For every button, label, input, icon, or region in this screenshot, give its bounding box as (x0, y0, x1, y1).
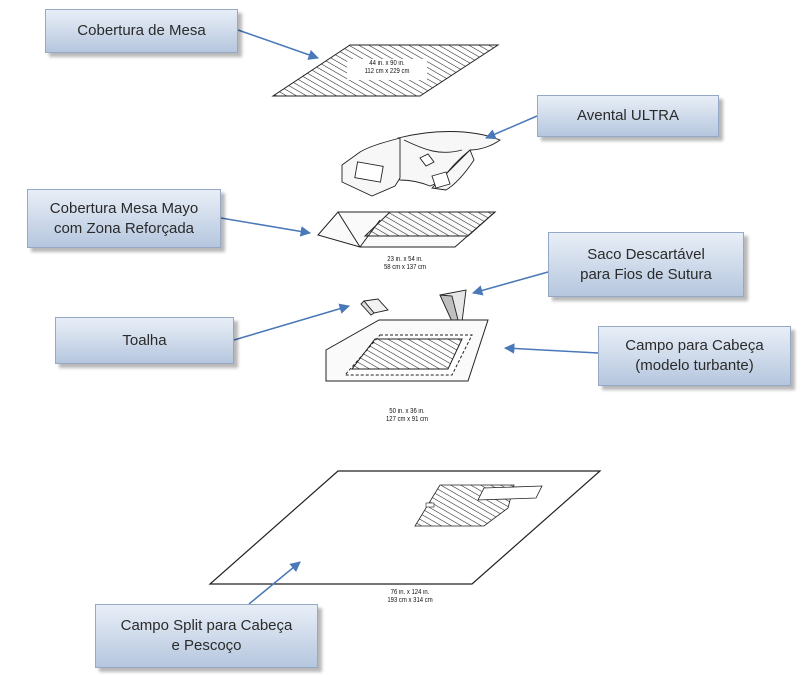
dimension-inches: 44 in. x 90 in. (369, 60, 405, 67)
label-mayo-cover: Cobertura Mesa Mayo com Zona Reforçada (27, 189, 221, 248)
dimension-cm: 193 cm x 314 cm (387, 597, 433, 604)
dimension-inches: 50 in. x 36 in. (389, 408, 425, 415)
gown-illustration (341, 131, 501, 197)
label-suture-bag: Saco Descartável para Fios de Sutura (548, 232, 744, 297)
label-text-line2: e Pescoço (171, 637, 242, 654)
arrow-towel (233, 303, 351, 341)
dimension-cm: 127 cm x 91 cm (385, 416, 428, 423)
label-text-line2: (modelo turbante) (635, 357, 754, 374)
arrow-mayo-cover (220, 217, 312, 237)
towel-illustration (360, 298, 389, 316)
arrow-table-cover (237, 29, 319, 60)
label-table-cover: Cobertura de Mesa (45, 9, 238, 53)
label-split-drape: Campo Split para Cabeça e Pescoço (95, 604, 318, 668)
label-text: Cobertura de Mesa (77, 22, 206, 39)
label-text-line2: com Zona Reforçada (53, 219, 195, 237)
dimension-cm: 112 cm x 229 cm (364, 68, 410, 75)
label-text-line1: Campo Split para Cabeça (120, 617, 293, 634)
label-text: Toalha (122, 331, 167, 349)
dimension-mayo-cover: 23 in. x 54 in. 58 cm x 137 cm (373, 256, 438, 272)
label-text-line1: Cobertura Mesa Mayo (49, 199, 199, 217)
arrow-suture-bag (471, 271, 549, 296)
label-text-line1: Saco Descartável (587, 245, 705, 263)
label-text-line1: Campo para Cabeça (625, 337, 764, 354)
dimension-inches: 23 in. x 54 in. (387, 256, 423, 263)
arrow-head-drape (503, 343, 599, 354)
arrow-split-drape (248, 561, 301, 605)
label-head-drape: Campo para Cabeça (modelo turbante) (598, 326, 791, 386)
split-drape-illustration (208, 470, 602, 585)
dimension-split-drape: 76 in. x 124 in. 193 cm x 314 cm (376, 589, 444, 605)
leader-arrows (220, 29, 599, 605)
dimension-head-drape: 50 in. x 36 in. 127 cm x 91 cm (375, 408, 440, 424)
dimension-cm: 58 cm x 137 cm (383, 264, 426, 271)
head-drape-illustration (325, 319, 489, 382)
label-towel: Toalha (55, 317, 234, 364)
label-text: Avental ULTRA (577, 107, 679, 124)
arrow-gown (485, 115, 538, 140)
dimension-table-cover: 44 in. x 90 in. 112 cm x 229 cm (355, 60, 420, 76)
mayo-cover-illustration (317, 211, 497, 248)
label-gown: Avental ULTRA (537, 95, 719, 137)
label-text-line2: para Fios de Sutura (580, 265, 712, 283)
table-cover-illustration (271, 44, 500, 97)
dimension-inches: 76 in. x 124 in. (390, 589, 430, 596)
